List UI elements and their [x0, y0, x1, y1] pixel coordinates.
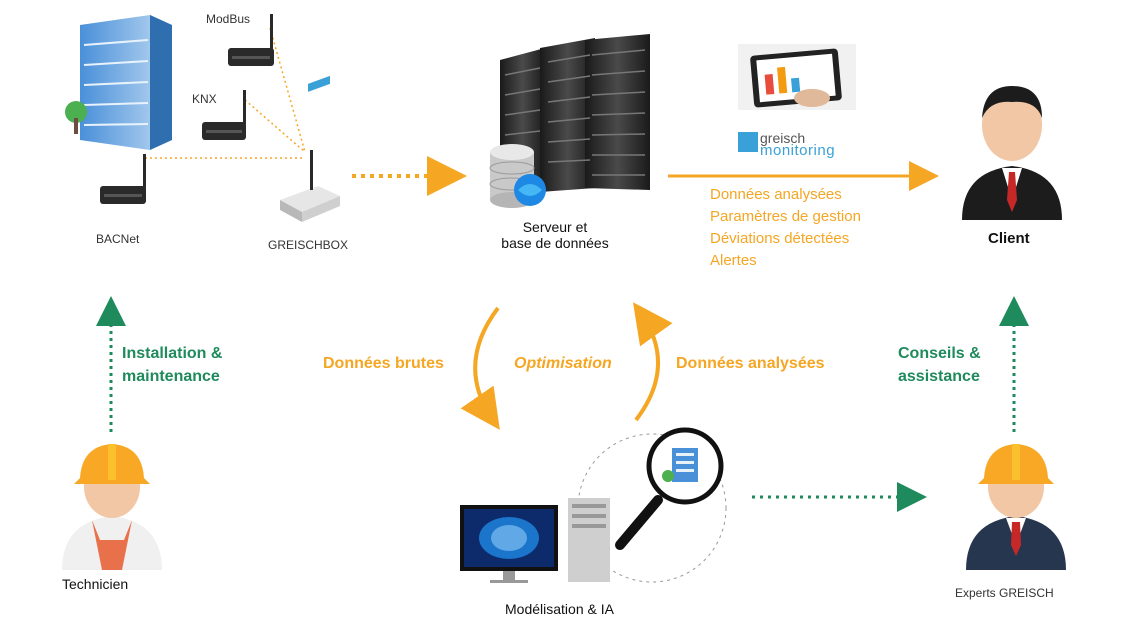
bacnet-label: BACNet: [96, 232, 140, 246]
logo-part1: greisch: [760, 130, 806, 146]
bacnet-router-icon: [100, 154, 146, 204]
greischbox-icon: [280, 75, 340, 222]
knx-router-icon: [202, 90, 246, 140]
output-item: Déviations détectées: [710, 230, 850, 247]
server-label: Serveur et base de données: [480, 219, 630, 251]
technician-icon: [62, 444, 162, 570]
installation-line2: maintenance: [122, 368, 220, 385]
modbus-label: ModBus: [206, 12, 251, 26]
knx-label: KNX: [192, 92, 217, 106]
raw-data-label: Données brutes: [323, 355, 444, 372]
installation-line1: Installation &: [122, 345, 223, 362]
output-item: Paramètres de gestion: [710, 208, 861, 225]
greischbox-label: GREISCHBOX: [268, 238, 349, 252]
optimisation-label: Optimisation: [514, 355, 612, 372]
ai-workstation-icon: [460, 427, 727, 583]
logo-part2: monitoring: [760, 142, 836, 159]
tablet-dashboard-icon: [738, 44, 856, 110]
raw-data-arc: [460, 306, 500, 430]
device-links: [145, 27, 306, 159]
building-icon: [65, 15, 172, 150]
logo-mark-icon: [738, 132, 758, 152]
analysed-data-label: Données analysées: [676, 355, 825, 372]
expert-icon: [966, 444, 1066, 570]
modeling-label: Modélisation & IA: [505, 601, 614, 617]
database-icon: [489, 144, 546, 208]
advice-line2: assistance: [898, 368, 980, 385]
server-label-line2: base de données: [501, 235, 609, 251]
modbus-router-icon: [228, 14, 274, 66]
analysed-data-arc: [633, 302, 673, 422]
advice-line1: Conseils &: [898, 345, 981, 362]
output-item: Données analysées: [710, 186, 842, 203]
output-list: Données analysées Paramètres de gestion …: [710, 184, 861, 272]
client-businessman-icon: [962, 86, 1062, 220]
server-label-line1: Serveur et: [522, 219, 588, 235]
output-item: Alertes: [710, 252, 757, 269]
installation-maintenance-label: Installation & maintenance: [122, 342, 222, 388]
client-label: Client: [988, 230, 1030, 247]
greisch-monitoring-logo: greisch monitoring: [738, 130, 868, 159]
advice-assistance-label: Conseils & assistance: [898, 342, 981, 388]
experts-label: Experts GREISCH: [955, 586, 1054, 600]
technician-label: Technicien: [62, 576, 129, 592]
